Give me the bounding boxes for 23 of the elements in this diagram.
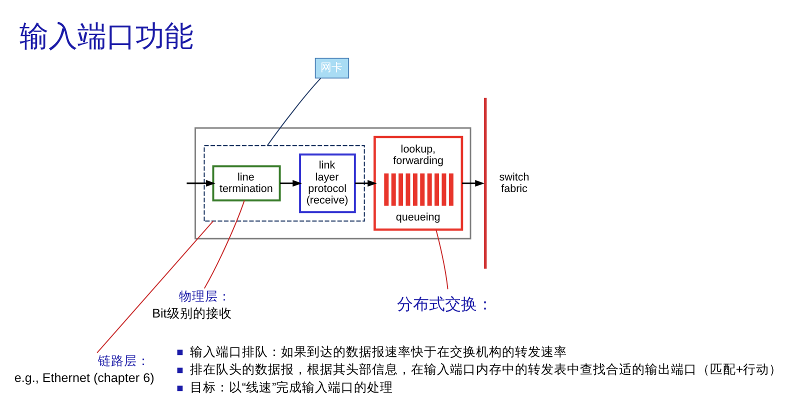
node-text: 分布式交换： bbox=[397, 295, 494, 314]
node-box: line termination bbox=[212, 164, 281, 201]
node-label: switch fabric bbox=[499, 170, 530, 194]
arrow bbox=[462, 180, 485, 186]
connector bbox=[204, 199, 245, 288]
cluster bbox=[194, 126, 472, 239]
arrow bbox=[186, 180, 216, 186]
node-box: lookup, forwarding queueing bbox=[374, 135, 464, 230]
node-bar bbox=[484, 97, 487, 268]
connector bbox=[96, 220, 214, 353]
cluster bbox=[204, 144, 365, 222]
node-text: 链路层： e.g., Ethernet (chapter 6) bbox=[14, 353, 154, 384]
node-text: 物理层： Bit级别的接收 bbox=[152, 288, 232, 320]
node-box: 网卡 bbox=[314, 57, 350, 78]
connector bbox=[436, 228, 448, 290]
diagram-title: 输入端口功能 bbox=[19, 20, 194, 53]
connector bbox=[266, 77, 322, 146]
arrow bbox=[355, 180, 377, 186]
label: 排在队头的数据报，根据其头部信息，在输入端口内存中的转发表中查找合适的输出端口（匹配+行动） bbox=[190, 362, 782, 376]
arrow bbox=[280, 180, 302, 186]
label: 输入端口排队：如果到达的数据报速率快于在交换机构的转发速率 bbox=[190, 344, 567, 358]
node-box: link layer protocol (receive) bbox=[299, 153, 356, 213]
label: 目标：以“线速”完成输入端口的处理 bbox=[190, 380, 394, 394]
